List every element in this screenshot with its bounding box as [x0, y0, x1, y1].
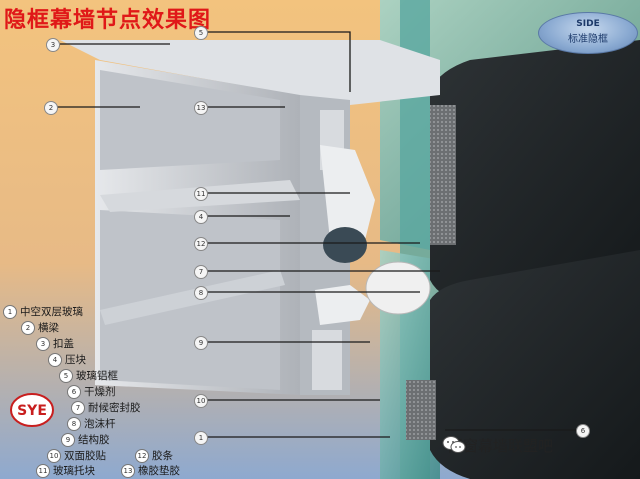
transom-rib — [100, 270, 285, 325]
legend-label: 双面胶贴 — [64, 450, 106, 462]
watermark-text: 门窗幕墙联盟吧 — [448, 437, 554, 455]
sye-logo-icon: SYE — [10, 393, 54, 427]
callout-marker: 3 — [46, 38, 60, 52]
side-badge: SIDE 标准隐框 — [538, 12, 638, 54]
callout-marker: 6 — [576, 424, 590, 438]
legend-number: 2 — [21, 320, 35, 335]
transom-top-face — [60, 40, 440, 105]
callout-marker: 1 — [194, 431, 208, 445]
callout-marker: 7 — [194, 265, 208, 279]
desiccant-strip — [430, 105, 456, 245]
legend-number: 7 — [71, 400, 85, 415]
legend-number: 3 — [36, 336, 50, 351]
legend-label: 中空双层玻璃 — [20, 306, 83, 318]
legend-number: 8 — [67, 416, 81, 431]
legend-label: 泡沫杆 — [84, 418, 116, 430]
wechat-icon — [442, 436, 466, 453]
badge-line1: SIDE — [576, 19, 600, 29]
insulating-glass-unit-lower — [430, 250, 640, 479]
callout-marker: 5 — [194, 26, 208, 40]
legend-number: 5 — [59, 368, 73, 383]
legend-number: 4 — [48, 352, 62, 367]
insulating-glass-unit — [430, 40, 640, 300]
legend-label: 橡胶垫胶 — [138, 465, 180, 477]
legend-number: 6 — [67, 384, 81, 399]
legend-number: 11 — [36, 463, 50, 478]
transom-upper-cavity — [100, 70, 280, 170]
frame-hollow-lower — [312, 330, 342, 390]
callout-marker: 11 — [194, 187, 208, 201]
callout-marker: 8 — [194, 286, 208, 300]
legend-number: 13 — [121, 463, 135, 478]
foam-rod — [365, 261, 431, 315]
callout-marker: 4 — [194, 210, 208, 224]
cover-cap — [315, 285, 370, 325]
legend-label: 耐候密封胶 — [88, 402, 141, 414]
legend-number: 9 — [61, 432, 75, 447]
legend-label: 横梁 — [38, 322, 59, 334]
legend-label: 扣盖 — [53, 338, 74, 350]
logo-text: SYE — [17, 403, 47, 419]
legend-label: 胶条 — [152, 450, 173, 462]
callout-marker: 12 — [194, 237, 208, 251]
page-title: 隐框幕墙节点效果图 — [4, 8, 212, 33]
legend-number: 1 — [3, 304, 17, 319]
callout-marker: 9 — [194, 336, 208, 350]
callout-marker: 2 — [44, 101, 58, 115]
sealant-bead — [323, 227, 367, 263]
legend-label: 结构胶 — [78, 434, 110, 446]
legend-number: 10 — [47, 448, 61, 463]
callout-marker: 10 — [194, 394, 208, 408]
badge-line2: 标准隐框 — [568, 34, 608, 45]
desiccant-strip-lower — [406, 380, 436, 440]
legend-label: 干燥剂 — [84, 386, 116, 398]
legend-label: 玻璃托块 — [53, 465, 95, 477]
legend-label: 压块 — [65, 354, 86, 366]
leader-lines — [52, 31, 580, 438]
watermark: 门窗幕墙联盟吧 — [442, 435, 553, 456]
legend-number: 12 — [135, 448, 149, 463]
callout-marker: 13 — [194, 101, 208, 115]
legend-label: 玻璃铝框 — [76, 370, 118, 382]
